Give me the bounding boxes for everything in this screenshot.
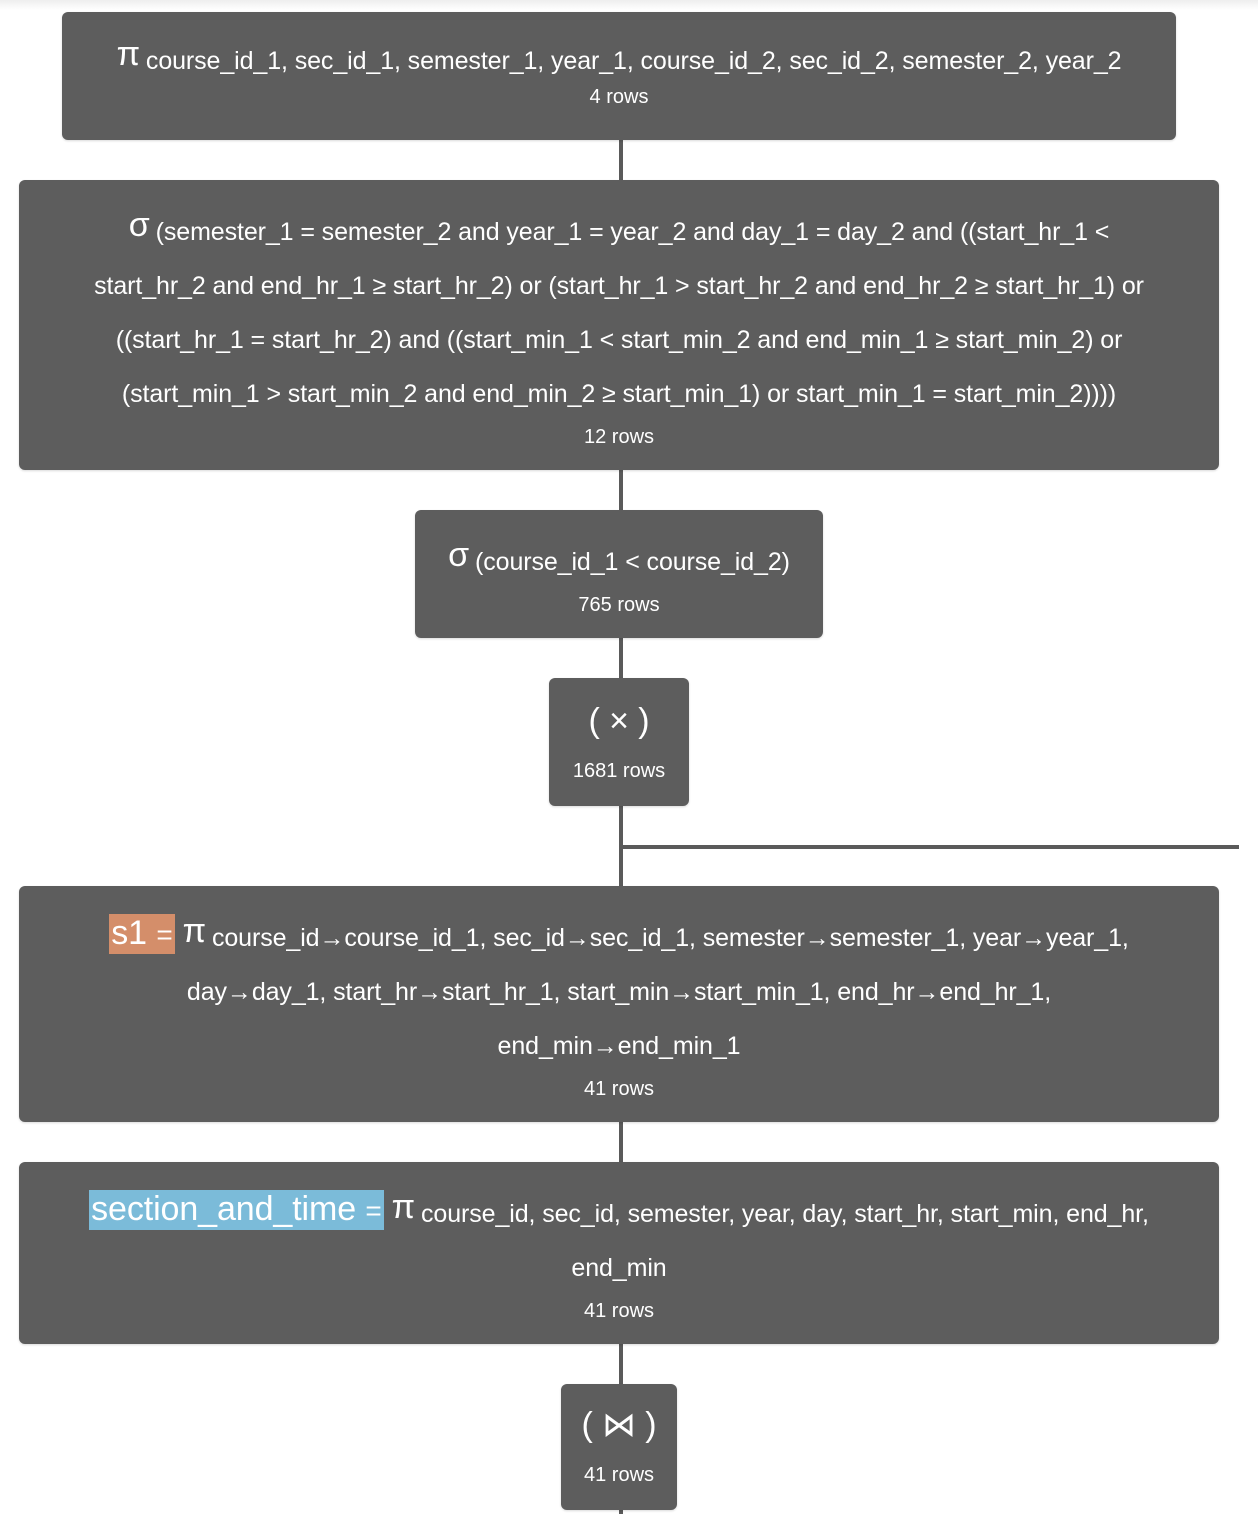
edge-s1-to-section bbox=[619, 1120, 623, 1164]
sigma-symbol: σ bbox=[128, 206, 150, 244]
edge-section-to-join bbox=[619, 1342, 623, 1386]
s1-line-2: day→day_1, start_hr→start_hr_1, start_mi… bbox=[186, 978, 1052, 1006]
selection-overlap-node[interactable]: σ(semester_1 = semester_2 and year_1 = y… bbox=[19, 180, 1219, 470]
row-count: 41 rows bbox=[583, 1078, 655, 1100]
pi-symbol: π bbox=[391, 1188, 416, 1226]
pi-symbol: π bbox=[182, 912, 206, 950]
selection-condition: (course_id_1 < course_id_2) bbox=[475, 548, 790, 576]
row-count: 765 rows bbox=[578, 594, 660, 616]
natural-join-node[interactable]: ( ⋈ ) 41 rows bbox=[561, 1384, 677, 1510]
edge-projection-to-selection bbox=[619, 138, 623, 182]
row-count: 41 rows bbox=[583, 1300, 655, 1322]
row-count: 41 rows bbox=[583, 1464, 655, 1486]
edge-cross-branch-right bbox=[619, 845, 1239, 849]
edge-selection-to-cross bbox=[619, 636, 623, 680]
selection-course-node[interactable]: σ(course_id_1 < course_id_2) 765 rows bbox=[415, 510, 823, 638]
cross-product-symbol: ( × ) bbox=[588, 702, 650, 740]
edge-selection-to-selection bbox=[619, 468, 623, 512]
s1-line-3: end_min→end_min_1 bbox=[497, 1032, 741, 1060]
natural-join-symbol: ( ⋈ ) bbox=[581, 1406, 657, 1444]
row-count: 1681 rows bbox=[572, 760, 666, 782]
cross-product-node[interactable]: ( × ) 1681 rows bbox=[549, 678, 689, 806]
row-count: 12 rows bbox=[583, 426, 655, 448]
section-and-time-name-tag[interactable]: section_and_time = bbox=[89, 1190, 384, 1230]
projection-attributes: course_id_1, sec_id_1, semester_1, year_… bbox=[145, 47, 1122, 75]
row-count: 4 rows bbox=[589, 86, 649, 108]
pi-symbol: π bbox=[116, 35, 140, 73]
sigma-symbol: σ bbox=[448, 536, 470, 574]
top-border bbox=[0, 0, 1258, 10]
selection-line-2: start_hr_2 and end_hr_1 ≥ start_hr_2) or… bbox=[94, 272, 1144, 300]
edge-join-down bbox=[619, 1508, 623, 1514]
s1-name-tag[interactable]: s1 = bbox=[109, 914, 175, 954]
selection-line-3: ((start_hr_1 = start_hr_2) and ((start_m… bbox=[115, 326, 1123, 354]
selection-line-1: σ(semester_1 = semester_2 and year_1 = y… bbox=[128, 206, 1110, 246]
section-line-2: end_min bbox=[571, 1254, 667, 1282]
selection-line-4: (start_min_1 > start_min_2 and end_min_2… bbox=[121, 380, 1117, 408]
